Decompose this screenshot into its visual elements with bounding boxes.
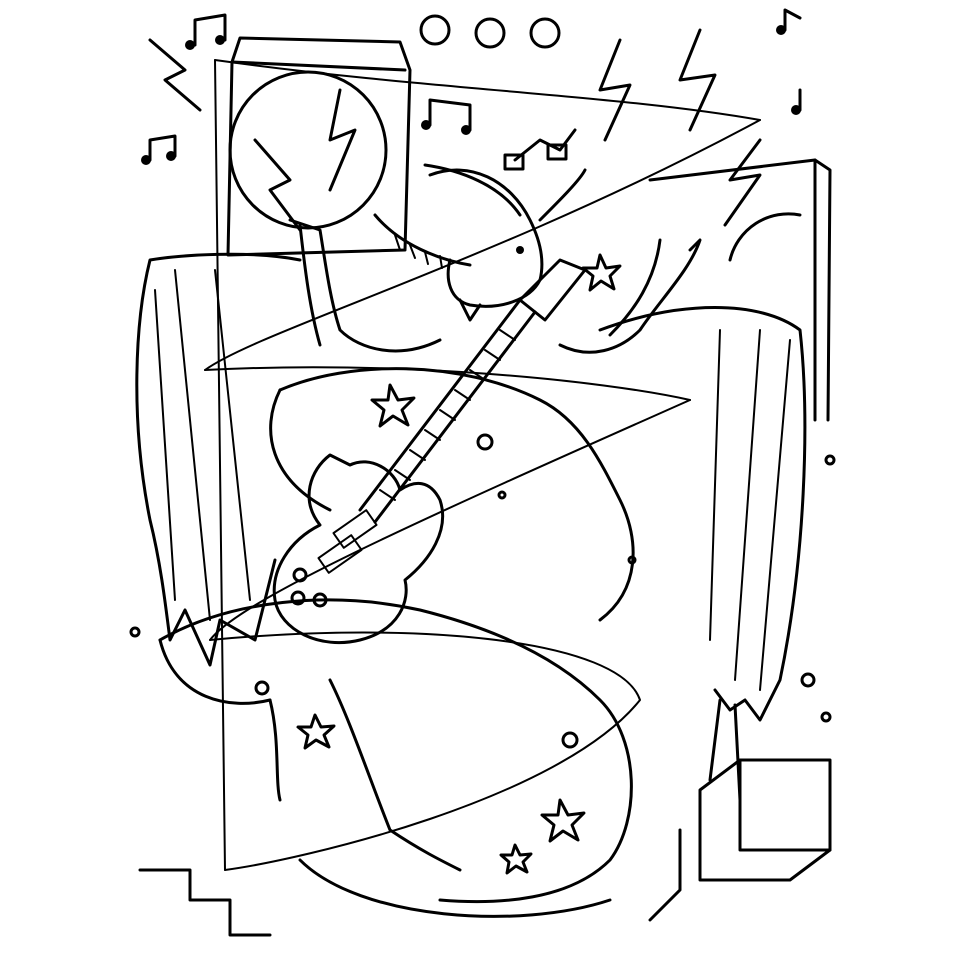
stage-steps xyxy=(138,758,832,937)
electric-guitar xyxy=(272,258,587,645)
left-wing xyxy=(135,252,302,667)
right-wing xyxy=(598,306,807,802)
speaker-cabinet-right xyxy=(648,158,832,422)
music-notes xyxy=(141,8,802,171)
top-rings xyxy=(419,14,561,49)
stars-and-sparkles xyxy=(129,253,836,875)
demon-body xyxy=(158,218,702,918)
lightning-bolts xyxy=(148,28,762,232)
